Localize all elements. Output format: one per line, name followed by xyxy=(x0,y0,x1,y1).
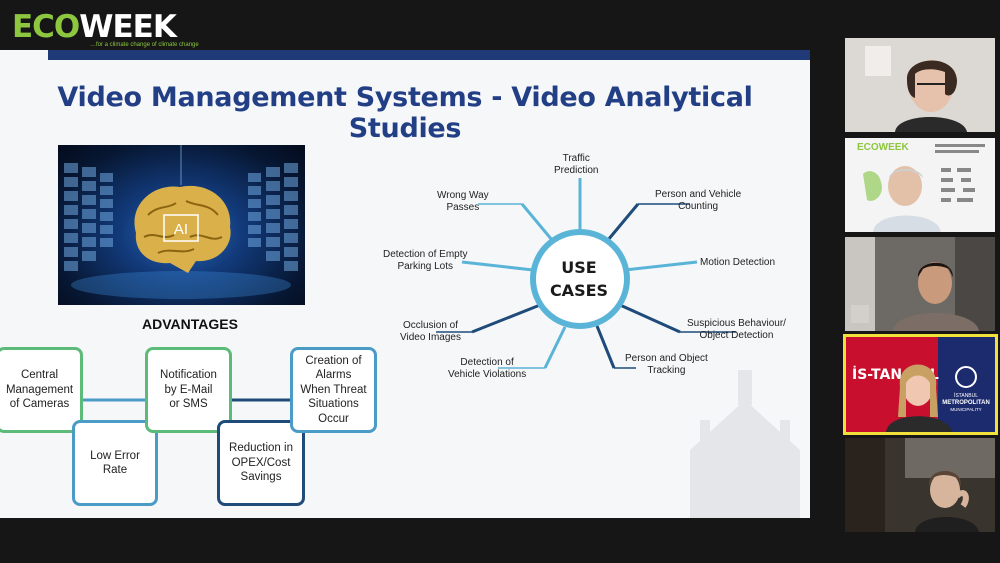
ecoweek-logo: ECOWEEK …for a climate change of climate… xyxy=(12,9,199,50)
hub-line-1: USE xyxy=(561,258,596,277)
use-cases-diagram: USE CASES xyxy=(436,178,736,369)
logo-eco: ECO xyxy=(12,9,80,45)
participant-2-slide-logo: ECOWEEK xyxy=(857,142,909,153)
participant-video-3[interactable] xyxy=(845,237,995,331)
participant-4-avatar: İS-TAN-BUL İSTANBUL METROPOLITAN MUNICIP… xyxy=(846,337,995,432)
participant-2-avatar: ECOWEEK xyxy=(845,138,995,232)
hub-line-2: CASES xyxy=(550,281,608,300)
logo-week: WEEK xyxy=(79,9,177,45)
watermark-building-icon xyxy=(690,370,800,518)
participant-video-1[interactable] xyxy=(845,38,995,132)
participant-video-2[interactable]: ECOWEEK xyxy=(845,138,995,232)
logo-tagline: …for a climate change of climate change xyxy=(90,42,199,48)
use-case-suspicious-behaviour: Suspicious Behaviour/Object Detection xyxy=(687,318,786,341)
municipality-logo-icon xyxy=(955,366,977,388)
participant-5-avatar xyxy=(845,438,995,532)
ai-brain-image: AI xyxy=(58,145,305,305)
advantages-heading: ADVANTAGES xyxy=(142,316,238,332)
org-line-1: İSTANBUL xyxy=(954,392,978,399)
participant-video-4-active-speaker[interactable]: İS-TAN-BUL İSTANBUL METROPOLITAN MUNICIP… xyxy=(843,334,998,435)
slide-top-bar xyxy=(48,50,810,60)
shared-slide: Video Management Systems - Video Analyti… xyxy=(0,50,810,518)
slide-title: Video Management Systems - Video Analyti… xyxy=(57,82,753,144)
org-line-3: MUNICIPALITY xyxy=(950,407,981,412)
use-case-motion-detection: Motion Detection xyxy=(700,257,776,268)
org-line-2: METROPOLITAN xyxy=(942,400,990,406)
ai-badge-text: AI xyxy=(174,221,188,238)
participant-3-avatar xyxy=(845,237,995,331)
ai-brain-illustration: AI xyxy=(64,145,298,299)
participant-1-avatar xyxy=(845,38,995,132)
participant-video-5[interactable] xyxy=(845,438,995,532)
use-cases-hub xyxy=(530,229,630,329)
